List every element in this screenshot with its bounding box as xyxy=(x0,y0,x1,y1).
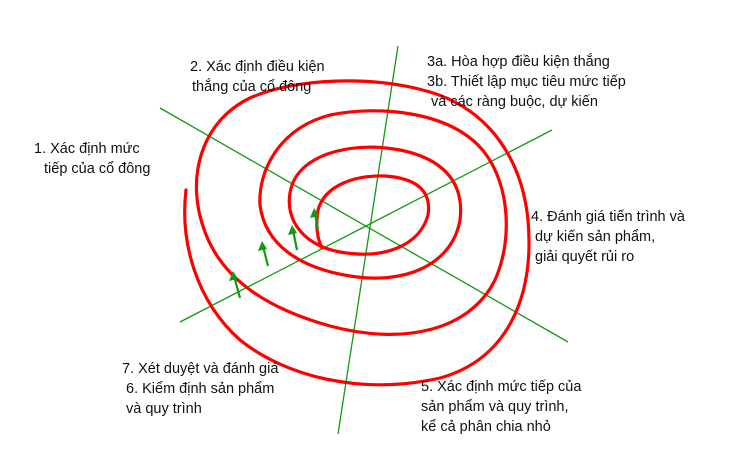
step-5-line-1: 5. Xác định mức tiếp của xyxy=(421,379,582,395)
step-2-line-1: 2. Xác định điều kiện xyxy=(190,59,325,75)
axis-line-diagonal-up xyxy=(179,129,553,323)
step-4-label: 4. Đánh giá tiến trình và dự kiến sản ph… xyxy=(531,207,685,267)
step-2-line-2: thắng của cổ đông xyxy=(192,79,312,95)
step-6-7-label: 7. Xét duyệt và đánh giá 6. Kiểm định sả… xyxy=(122,359,278,419)
step-2-label: 2. Xác định điều kiện thắng của cổ đông xyxy=(190,57,325,97)
step-5-line-3: kể cả phân chia nhỏ xyxy=(421,419,551,435)
spiral-path xyxy=(183,79,531,387)
step-6-line-1: 6. Kiểm định sản phẩm xyxy=(126,381,275,397)
axis-line-diagonal-down xyxy=(159,107,569,343)
step-3-line-2: 3b. Thiết lập mục tiêu mức tiếp xyxy=(427,74,626,90)
step-3-line-1: 3a. Hòa hợp điều kiện thắng xyxy=(427,54,610,70)
arrow-1-head xyxy=(229,271,238,281)
step-3-line-3: và các ràng buộc, dự kiến xyxy=(431,94,598,110)
arrow-4-head xyxy=(310,208,319,218)
arrow-2-head xyxy=(258,241,267,251)
step-3-label: 3a. Hòa hợp điều kiện thắng 3b. Thiết lậ… xyxy=(427,52,626,112)
arrow-3-head xyxy=(288,225,297,235)
step-5-label: 5. Xác định mức tiếp của sản phẩm và quy… xyxy=(421,377,581,437)
step-4-line-3: giải quyết rủi ro xyxy=(535,249,635,265)
step-1-line-2: tiếp của cổ đông xyxy=(44,161,151,177)
step-1-line-1: 1. Xác định mức xyxy=(34,141,140,157)
step-6-line-2: và quy trình xyxy=(126,401,202,417)
progress-arrows xyxy=(229,208,320,299)
step-4-line-1: 4. Đánh giá tiến trình và xyxy=(531,209,685,225)
step-7-line: 7. Xét duyệt và đánh giá xyxy=(122,361,279,377)
step-1-label: 1. Xác định mức tiếp của cổ đông xyxy=(34,139,150,179)
step-5-line-2: sản phẩm và quy trình, xyxy=(421,399,569,415)
step-4-line-2: dự kiến sản phẩm, xyxy=(535,229,656,245)
